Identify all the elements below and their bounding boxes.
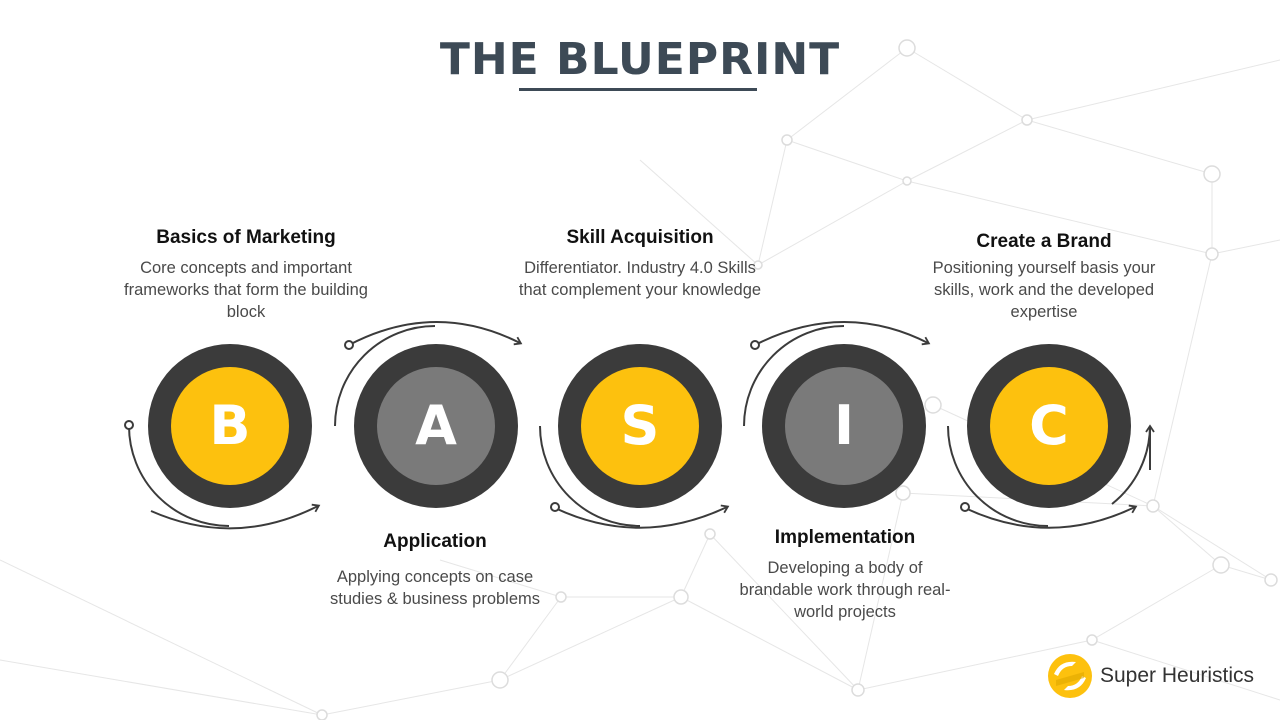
brand-name: Super Heuristics [1100,664,1255,687]
arc-i-upper [743,325,845,427]
step-letter: I [833,394,855,457]
arc-s-lower [539,425,641,527]
arc-start-dot [750,340,760,350]
arrow-s-bottom [554,504,730,529]
step-circle-b: B [148,344,312,508]
arc-start-dot [550,502,560,512]
step-c-text: Create a Brand Positioning yourself basi… [930,231,1158,323]
arc-c-lower [947,425,1049,527]
step-letter: C [1029,394,1069,457]
step-circle-i: I [762,344,926,508]
step-description: Core concepts and important frameworks t… [124,259,368,321]
step-circle-i-inner: I [785,367,903,485]
step-circle-s-inner: S [581,367,699,485]
step-letter: B [209,394,251,457]
arc-start-dot [344,340,354,350]
step-letter: A [415,394,457,457]
step-title: Application [383,531,487,552]
arc-b-lower [128,425,230,527]
arrow-c-bottom [964,504,1138,529]
step-s-text: Skill Acquisition Differentiator. Indust… [515,227,765,301]
arrow-a-top [348,321,523,346]
step-circle-b-inner: B [171,367,289,485]
step-i-text: Implementation Developing a body of bran… [730,527,960,623]
arc-start-dot [960,502,970,512]
brand-logo: Super Heuristics [1046,652,1254,700]
step-a-text: Application Applying concepts on case st… [315,531,555,610]
step-circle-c: C [967,344,1131,508]
arc-start-dot [124,420,134,430]
step-circle-s: S [558,344,722,508]
arc-a-upper [334,325,436,427]
step-description: Differentiator. Industry 4.0 Skills that… [518,259,762,299]
step-circle-a-inner: A [377,367,495,485]
step-b-text: Basics of Marketing Core concepts and im… [120,227,372,323]
page-title: THE BLUEPRINT [439,34,841,85]
step-title: Implementation [774,527,916,548]
step-description: Applying concepts on case studies & busi… [329,568,541,608]
step-letter: S [620,394,660,457]
step-title: Create a Brand [976,231,1112,252]
super-heuristics-logo-icon [1048,654,1092,698]
step-circle-a: A [354,344,518,508]
title-underline [519,88,757,91]
step-description: Positioning yourself basis your skills, … [932,259,1156,321]
step-title: Skill Acquisition [566,227,714,248]
step-title: Basics of Marketing [156,227,336,248]
step-description: Developing a body of brandable work thro… [739,559,951,621]
arrow-b-to-a [150,503,321,530]
arrow-i-top [754,321,931,346]
step-circle-c-inner: C [990,367,1108,485]
